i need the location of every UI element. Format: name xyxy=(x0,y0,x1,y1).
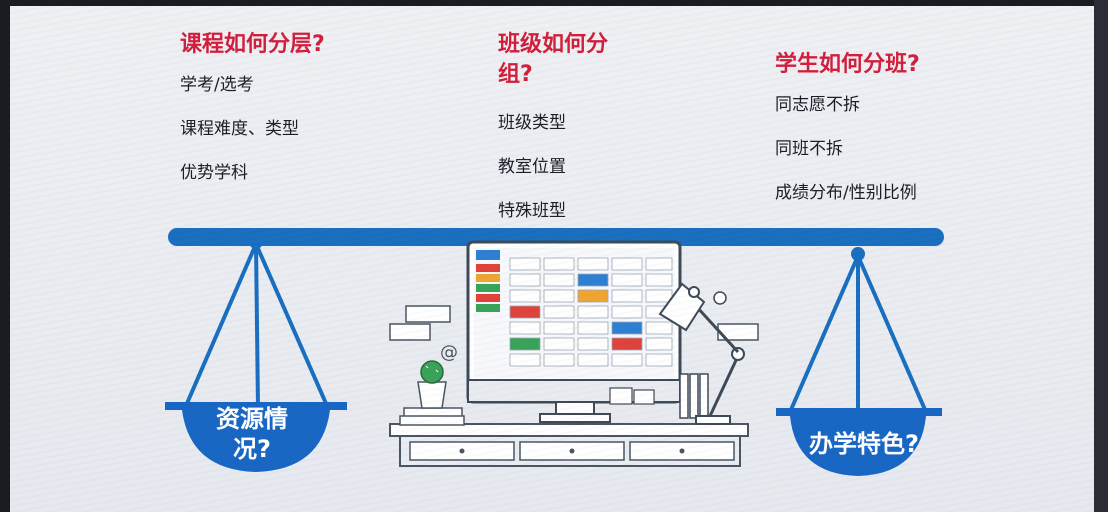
heading-line: 组? xyxy=(498,62,533,87)
monitor-icon xyxy=(466,240,682,423)
desk-lamp-icon xyxy=(658,282,745,425)
list-item: 特殊班型 xyxy=(498,201,566,221)
heading-student-assignment: 学生如何分班? xyxy=(775,52,920,77)
cactus-plant-icon xyxy=(399,360,465,426)
list-item: 优势学科 xyxy=(180,163,248,183)
list-item: 课程难度、类型 xyxy=(180,119,299,139)
illustration: @ xyxy=(165,228,944,476)
list-item: 同志愿不拆 xyxy=(775,95,860,115)
at-sign-icon: @ xyxy=(440,342,458,363)
list-item: 教室位置 xyxy=(498,157,566,177)
wall-bricks xyxy=(389,305,759,341)
pan-label-line: 况? xyxy=(233,435,271,463)
column-student-assignment: 学生如何分班? 同志愿不拆 同班不拆 成绩分布/性别比例 xyxy=(775,50,1035,226)
desk xyxy=(389,423,749,467)
books-icon xyxy=(679,373,709,419)
balance-scale-icon xyxy=(165,228,944,476)
column-course-layering: 课程如何分层? 学考/选考 课程难度、类型 优势学科 xyxy=(180,30,440,206)
pan-label-resources: 资源情 况? xyxy=(206,404,298,464)
pan-label-school-features: 办学特色? xyxy=(809,430,919,458)
list-item: 班级类型 xyxy=(498,113,566,133)
screen-bezel xyxy=(1094,0,1108,512)
column-class-grouping: 班级如何分 组? 班级类型 教室位置 特殊班型 xyxy=(498,30,658,244)
list-item: 同班不拆 xyxy=(775,139,843,159)
list-item: 成绩分布/性别比例 xyxy=(775,183,917,203)
pan-label-line: 资源情 xyxy=(216,405,288,433)
list-item: 学考/选考 xyxy=(180,75,254,95)
heading-class-grouping: 班级如何分 组? xyxy=(498,30,658,90)
heading-course-layering: 课程如何分层? xyxy=(180,32,325,57)
slide: @ xyxy=(10,6,1094,512)
heading-line: 班级如何分 xyxy=(498,32,609,57)
